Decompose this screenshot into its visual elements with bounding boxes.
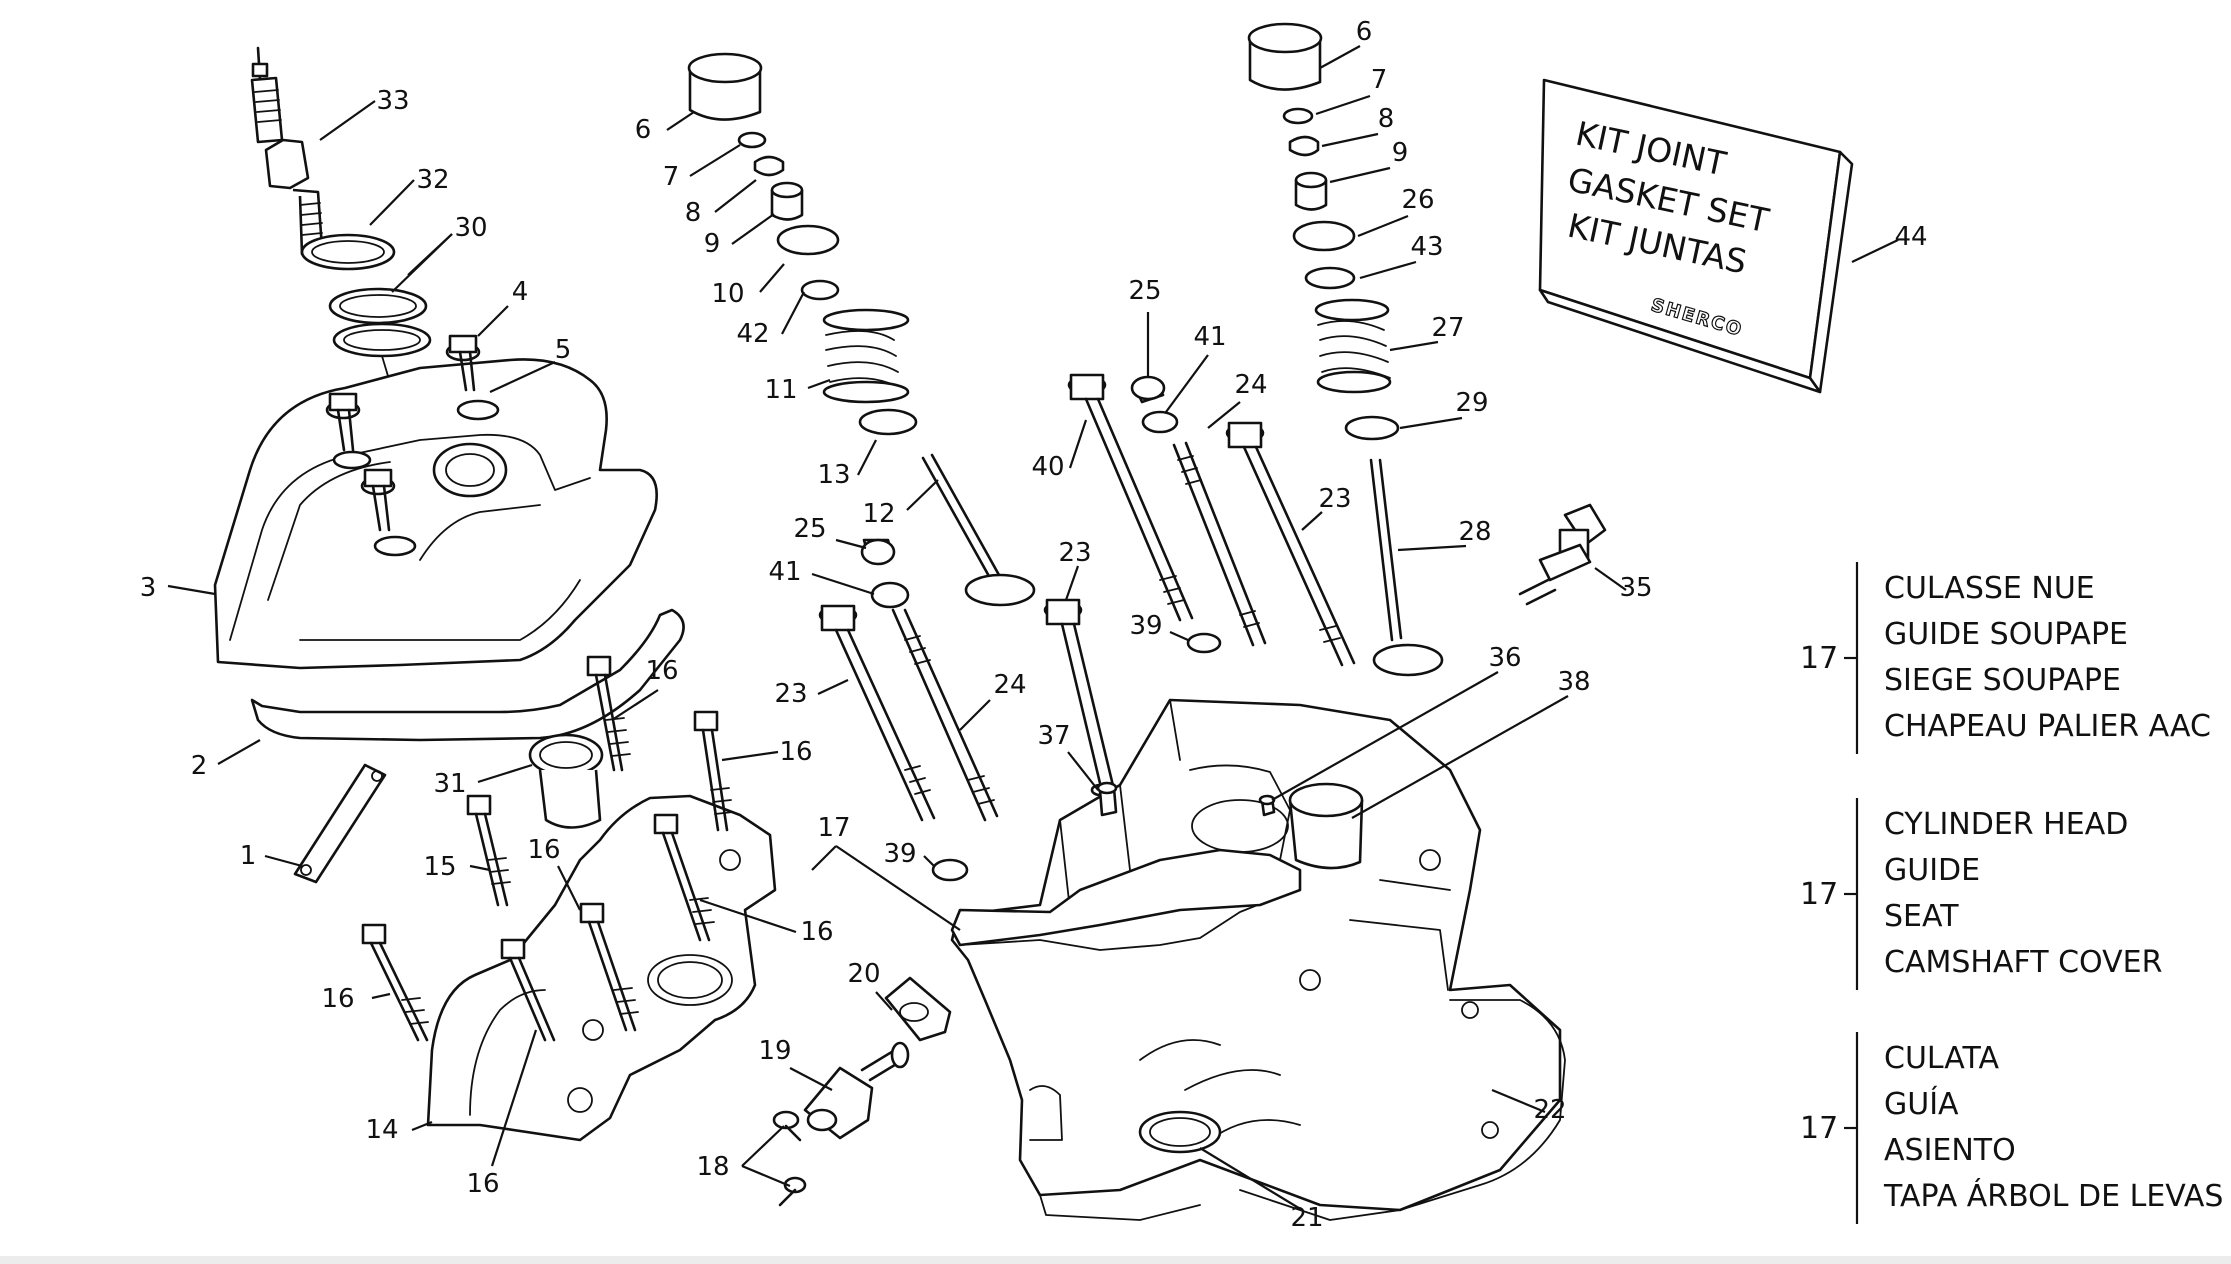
bottom-scroll-strip (0, 1256, 2231, 1264)
callout-11: 11 (764, 375, 797, 405)
legend-fr-line-2: GUIDE SOUPAPE (1884, 617, 2128, 652)
callout-6: 6 (1356, 17, 1373, 47)
legend-fr-line-1: CULASSE NUE (1884, 571, 2095, 606)
callout-42: 42 (736, 319, 769, 349)
cam-chain-tensioner (772, 976, 952, 1207)
legend-fr-line-4: CHAPEAU PALIER AAC (1884, 709, 2211, 744)
legend-en-line-3: SEAT (1884, 899, 1959, 934)
callout-25: 25 (1128, 276, 1161, 306)
legend-fr-number: 17 (1800, 641, 1838, 676)
callout-2: 2 (191, 751, 208, 781)
callout-16: 16 (779, 737, 812, 767)
callout-16: 16 (527, 835, 560, 865)
callout-23: 23 (774, 679, 807, 709)
callout-13: 13 (817, 460, 850, 490)
spark-plug-assembly (250, 46, 432, 457)
callout-36: 36 (1488, 643, 1521, 673)
callout-3: 3 (140, 573, 157, 603)
callout-16: 16 (466, 1169, 499, 1199)
callout-41: 41 (1193, 322, 1226, 352)
legend-en-number: 17 (1800, 877, 1838, 912)
callout-18: 18 (696, 1152, 729, 1182)
legend: 17 CULASSE NUE GUIDE SOUPAPE SIEGE SOUPA… (1800, 562, 2223, 1224)
callout-24: 24 (993, 670, 1026, 700)
callout-23: 23 (1318, 484, 1351, 514)
callout-16: 16 (800, 917, 833, 947)
callout-28: 28 (1458, 517, 1491, 547)
callout-4: 4 (512, 277, 529, 307)
callout-44: 44 (1894, 222, 1927, 252)
legend-fr-line-3: SIEGE SOUPAPE (1884, 663, 2121, 698)
callout-25: 25 (793, 514, 826, 544)
legend-es-line-4: TAPA ÁRBOL DE LEVAS (1883, 1178, 2223, 1214)
callout-21: 21 (1290, 1203, 1323, 1233)
camshaft-holder (361, 655, 777, 1142)
callout-1: 1 (240, 841, 257, 871)
intake-valve-stack (687, 52, 1036, 607)
callout-26: 26 (1401, 185, 1434, 215)
callout-numbers: 3332304532131151616161616141667891042111… (140, 17, 1928, 1233)
callout-7: 7 (1371, 65, 1388, 95)
callout-33: 33 (376, 86, 409, 116)
callout-38: 38 (1557, 667, 1590, 697)
callout-14: 14 (365, 1115, 398, 1145)
leader-lines (167, 45, 1899, 1211)
center-studs (818, 538, 1118, 882)
legend-en-line-1: CYLINDER HEAD (1884, 807, 2128, 842)
callout-20: 20 (847, 959, 880, 989)
callout-7: 7 (663, 162, 680, 192)
legend-en-line-2: GUIDE (1884, 853, 1980, 888)
callout-16: 16 (321, 984, 354, 1014)
callout-29: 29 (1455, 388, 1488, 418)
callout-17: 17 (817, 813, 850, 843)
legend-es-line-2: GUÍA (1884, 1086, 1959, 1122)
callout-31: 31 (433, 769, 466, 799)
callout-19: 19 (758, 1036, 791, 1066)
callout-16: 16 (645, 656, 678, 686)
callout-23: 23 (1058, 538, 1091, 568)
callout-9: 9 (704, 229, 721, 259)
legend-es-number: 17 (1800, 1111, 1838, 1146)
callout-5: 5 (555, 335, 572, 365)
callout-6: 6 (635, 115, 652, 145)
callout-40: 40 (1031, 452, 1064, 482)
cylinder-head (950, 698, 1566, 1221)
callout-24: 24 (1234, 370, 1267, 400)
exhaust-valve-stack (1247, 22, 1444, 677)
camshaft-cover (213, 334, 685, 742)
callout-22: 22 (1533, 1095, 1566, 1125)
callout-27: 27 (1431, 313, 1464, 343)
callout-39: 39 (1129, 611, 1162, 641)
callout-12: 12 (862, 499, 895, 529)
callout-8: 8 (685, 198, 702, 228)
callout-8: 8 (1378, 104, 1395, 134)
callout-10: 10 (711, 279, 744, 309)
upper-right-studs (1067, 373, 1356, 667)
callout-35: 35 (1619, 573, 1652, 603)
temperature-sensor (1518, 503, 1607, 606)
callout-37: 37 (1037, 721, 1070, 751)
legend-es-line-3: ASIENTO (1884, 1133, 2016, 1168)
decompressor-plate (293, 763, 387, 884)
callout-41: 41 (768, 557, 801, 587)
callout-15: 15 (423, 852, 456, 882)
gasket-kit-box: KIT JOINT GASKET SET KIT JUNTAS SHERCO (1538, 78, 1854, 394)
legend-en-line-4: CAMSHAFT COVER (1884, 945, 2162, 980)
callout-32: 32 (416, 165, 449, 195)
callout-39: 39 (883, 839, 916, 869)
callout-30: 30 (454, 213, 487, 243)
callout-43: 43 (1410, 232, 1443, 262)
callout-9: 9 (1392, 138, 1409, 168)
legend-es-line-1: CULATA (1884, 1041, 1999, 1076)
